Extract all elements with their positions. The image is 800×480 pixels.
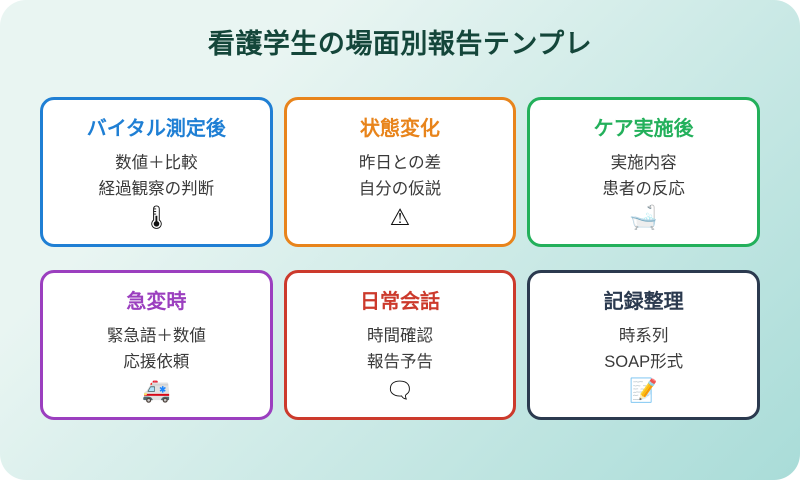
- scenario-card-daily-conversation[interactable]: 日常会話 時間確認 報告予告 🗨: [283, 270, 517, 420]
- card-body-line-1: 数値＋比較: [115, 154, 198, 172]
- bathtub-icon: 🛁: [629, 204, 658, 231]
- scenario-card-grid: バイタル測定後 数値＋比較 経過観察の判断 🌡 状態変化 昨日との差 自分の仮説…: [40, 97, 760, 420]
- ambulance-icon: 🚑: [142, 377, 171, 404]
- card-title: 状態変化: [359, 118, 440, 140]
- card-body: 数値＋比較 経過観察の判断: [99, 151, 215, 202]
- card-body-line-2: 経過観察の判断: [98, 179, 215, 198]
- card-body: 緊急語＋数値 応援依頼: [107, 324, 206, 375]
- card-title: ケア実施後: [593, 118, 694, 140]
- scenario-card-vital[interactable]: バイタル測定後 数値＋比較 経過観察の判断 🌡: [40, 97, 273, 247]
- card-body: 時間確認 報告予告: [367, 324, 433, 375]
- scenario-card-record-organizing[interactable]: 記録整理 時系列 SOAP形式 📝: [527, 270, 760, 420]
- scenario-card-emergency[interactable]: 急変時 緊急語＋数値 応援依頼 🚑: [40, 270, 273, 420]
- thermometer-icon: 🌡: [141, 204, 171, 231]
- card-title: 急変時: [126, 291, 187, 313]
- card-body-line-2: 応援依頼: [123, 352, 190, 371]
- speech-bubble-icon: 🗨: [385, 377, 415, 404]
- card-body-line-1: 昨日との差: [358, 154, 442, 172]
- scenario-card-condition-change[interactable]: 状態変化 昨日との差 自分の仮説 ⚠: [283, 97, 517, 247]
- card-body-line-1: 緊急語＋数値: [106, 327, 206, 345]
- scenario-card-after-care[interactable]: ケア実施後 実施内容 患者の反応 🛁: [527, 97, 760, 247]
- card-title: 日常会話: [359, 291, 440, 313]
- card-title: 記録整理: [603, 291, 684, 313]
- card-body-line-2: SOAP形式: [604, 352, 684, 371]
- card-body-line-2: 患者の反応: [602, 179, 685, 198]
- card-body: 時系列 SOAP形式: [604, 324, 683, 375]
- warning-triangle-icon: ⚠: [389, 204, 411, 231]
- card-body: 実施内容 患者の反応: [602, 151, 685, 202]
- card-body-line-1: 時間確認: [366, 327, 433, 345]
- card-title: バイタル測定後: [86, 118, 226, 140]
- card-body-line-2: 自分の仮説: [358, 179, 442, 198]
- card-body-line-1: 時系列: [618, 327, 669, 345]
- card-body-line-2: 報告予告: [366, 352, 433, 371]
- page-title: 看護学生の場面別報告テンプレ: [207, 29, 593, 59]
- card-body: 昨日との差 自分の仮説: [359, 151, 442, 202]
- card-body-line-1: 実施内容: [610, 154, 677, 172]
- memo-pen-icon: 📝: [629, 377, 658, 404]
